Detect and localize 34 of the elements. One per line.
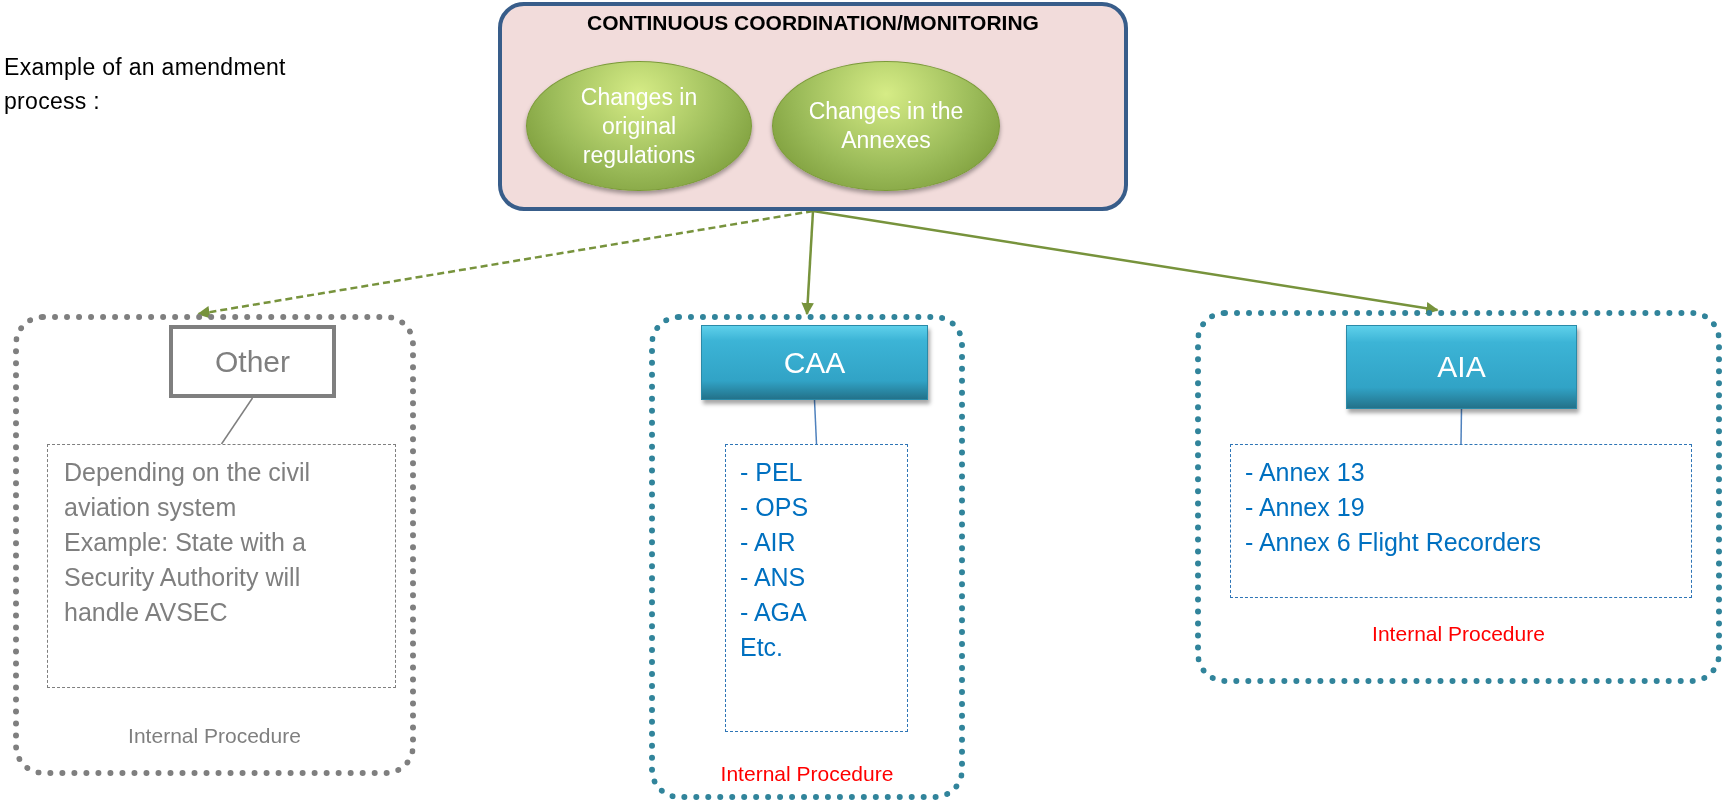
connector-line <box>1460 408 1463 445</box>
list-item-text: - AIR <box>740 527 797 558</box>
connector-line <box>220 397 254 445</box>
arrow <box>197 209 814 319</box>
list-item-text: - ANS <box>740 562 807 593</box>
heading-text: CONTINUOUS COORDINATION/MONITORING <box>586 11 1040 35</box>
list-item-text: - AGA <box>740 597 808 628</box>
group-panel <box>498 2 1128 211</box>
text-box <box>47 444 396 688</box>
caption-text: Internal Procedure <box>1371 622 1546 646</box>
arrow <box>812 209 1439 315</box>
dotted-container <box>649 314 965 800</box>
list-item-text: Etc. <box>740 632 785 663</box>
list-item-text: - Annex 13 <box>1245 457 1366 488</box>
process-box: CAA <box>701 325 928 400</box>
connector-line <box>813 399 818 445</box>
text-box <box>1230 444 1692 598</box>
dotted-container <box>1195 310 1722 684</box>
title-text: Example of an amendment process : <box>4 53 287 116</box>
process-box: AIA <box>1346 325 1577 409</box>
list-item-text: - Annex 6 Flight Recorders <box>1245 527 1542 558</box>
list-item-text: - Annex 19 <box>1245 492 1366 523</box>
list-item-text: - OPS <box>740 492 810 523</box>
arrow <box>801 210 815 316</box>
list-item-text: - PEL <box>740 457 804 488</box>
process-oval: Changes in original regulations <box>526 61 752 191</box>
body-text: Example: State with a Security Authority will handle AVSEC <box>64 527 307 628</box>
body-text: Depending on the civil aviation system <box>64 457 311 523</box>
caption-text: Internal Procedure <box>127 724 302 748</box>
label-box: Other <box>169 325 336 398</box>
process-oval: Changes in the Annexes <box>772 61 1000 191</box>
text-box <box>725 444 908 732</box>
caption-text: Internal Procedure <box>719 762 895 786</box>
dotted-container <box>13 314 416 776</box>
